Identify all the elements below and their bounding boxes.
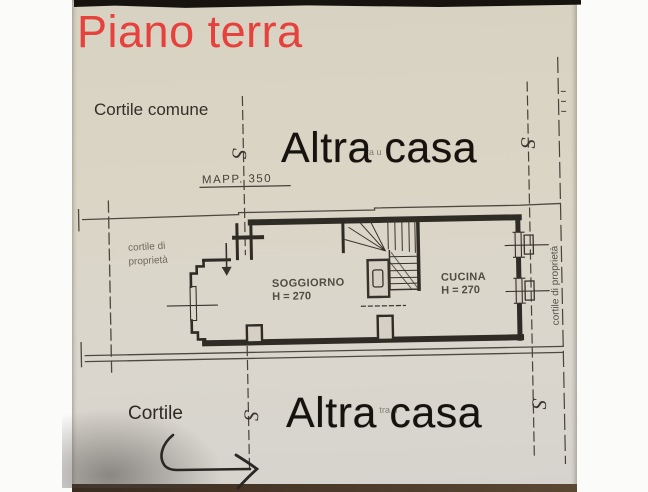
mapp-label: MAPP. 350 — [202, 173, 272, 186]
courtyard-left-label-line2: proprietà — [128, 255, 168, 268]
window-left-axis — [166, 304, 218, 307]
stair-wall-left — [341, 219, 345, 254]
vestibule-chamfer-bottom — [190, 319, 207, 346]
section-mark-s: S — [516, 137, 541, 150]
stair-flue — [366, 258, 391, 299]
section-mark-s: S — [227, 148, 252, 161]
room-label-soggiorno: SOGGIORNO — [272, 277, 345, 290]
window-right-1 — [504, 231, 549, 258]
stair-flue-inner — [372, 269, 384, 288]
entrance-arrow — [221, 243, 232, 276]
remnant-text-top: tra u — [363, 147, 381, 157]
window-frame — [512, 231, 526, 258]
window-left — [166, 285, 218, 322]
photo-bottom-edge — [72, 484, 577, 492]
section-marks: S S S S — [227, 137, 552, 422]
section-line-far-right — [557, 56, 567, 465]
courtyard-right-label: cortile di proprietà — [549, 245, 562, 325]
boundary-left — [107, 200, 113, 376]
plan-labels: MAPP. 350 SOGGIORNO H = 270 CUCINA H = 2… — [128, 147, 562, 415]
vestibule-chamfer-top — [189, 258, 205, 288]
window-right-2 — [505, 277, 550, 304]
wall-top — [247, 214, 522, 226]
site-boundaries — [77, 200, 565, 376]
stair-flight-treads — [388, 249, 420, 291]
label-altra-casa-bottom: Altra casa — [286, 389, 483, 437]
section-line-left-upper — [241, 95, 247, 256]
staircase — [344, 218, 420, 307]
photo-top-edge — [74, 0, 581, 8]
room-height-cucina: H = 270 — [441, 284, 480, 297]
stair-winder-treads — [344, 218, 416, 253]
wall-soggiorno-cucina — [415, 217, 421, 291]
pillar-bottom-left — [245, 323, 264, 344]
boundary-bottom-inner — [84, 351, 565, 363]
window-axis — [504, 244, 549, 247]
boundary-bottom-outer — [84, 345, 564, 357]
remnant-text-bottom: tra u — [379, 405, 397, 415]
pillar-bottom-right — [376, 314, 395, 342]
room-height-soggiorno: H = 270 — [272, 290, 311, 303]
stair-dashed-line — [360, 304, 407, 307]
cortile-arrow — [160, 433, 260, 490]
courtyard-left-label-line1: cortile di — [128, 241, 166, 254]
building-walls — [189, 214, 525, 347]
entry-jamb-right — [249, 222, 254, 260]
room-label-cucina: CUCINA — [441, 271, 486, 284]
section-lines — [241, 56, 567, 471]
cortile-arrow-line — [160, 433, 252, 472]
entry-door-bar — [232, 235, 265, 240]
section-mark-s: S — [527, 398, 552, 411]
window-frame — [513, 277, 526, 304]
entrance-arrow-head — [221, 266, 232, 276]
section-mark-s: S — [239, 409, 264, 422]
window-axis — [505, 290, 550, 293]
cortile-arrow-head — [234, 453, 260, 490]
corner-shadow — [62, 403, 232, 488]
section-line-right — [526, 81, 536, 461]
label-altra-casa-top: Altra casa — [281, 124, 478, 172]
mapp-underline — [199, 185, 291, 188]
page-title: Piano terra — [77, 6, 303, 57]
label-cortile: Cortile — [128, 403, 183, 424]
window-left-frame — [189, 285, 198, 322]
boundary-top — [82, 202, 562, 221]
section-line-left-lower — [246, 345, 251, 471]
scanned-paper — [62, 0, 581, 492]
far-right-ticks — [560, 90, 567, 112]
entry-jamb-left — [235, 223, 240, 261]
label-cortile-comune: Cortile comune — [94, 100, 209, 119]
